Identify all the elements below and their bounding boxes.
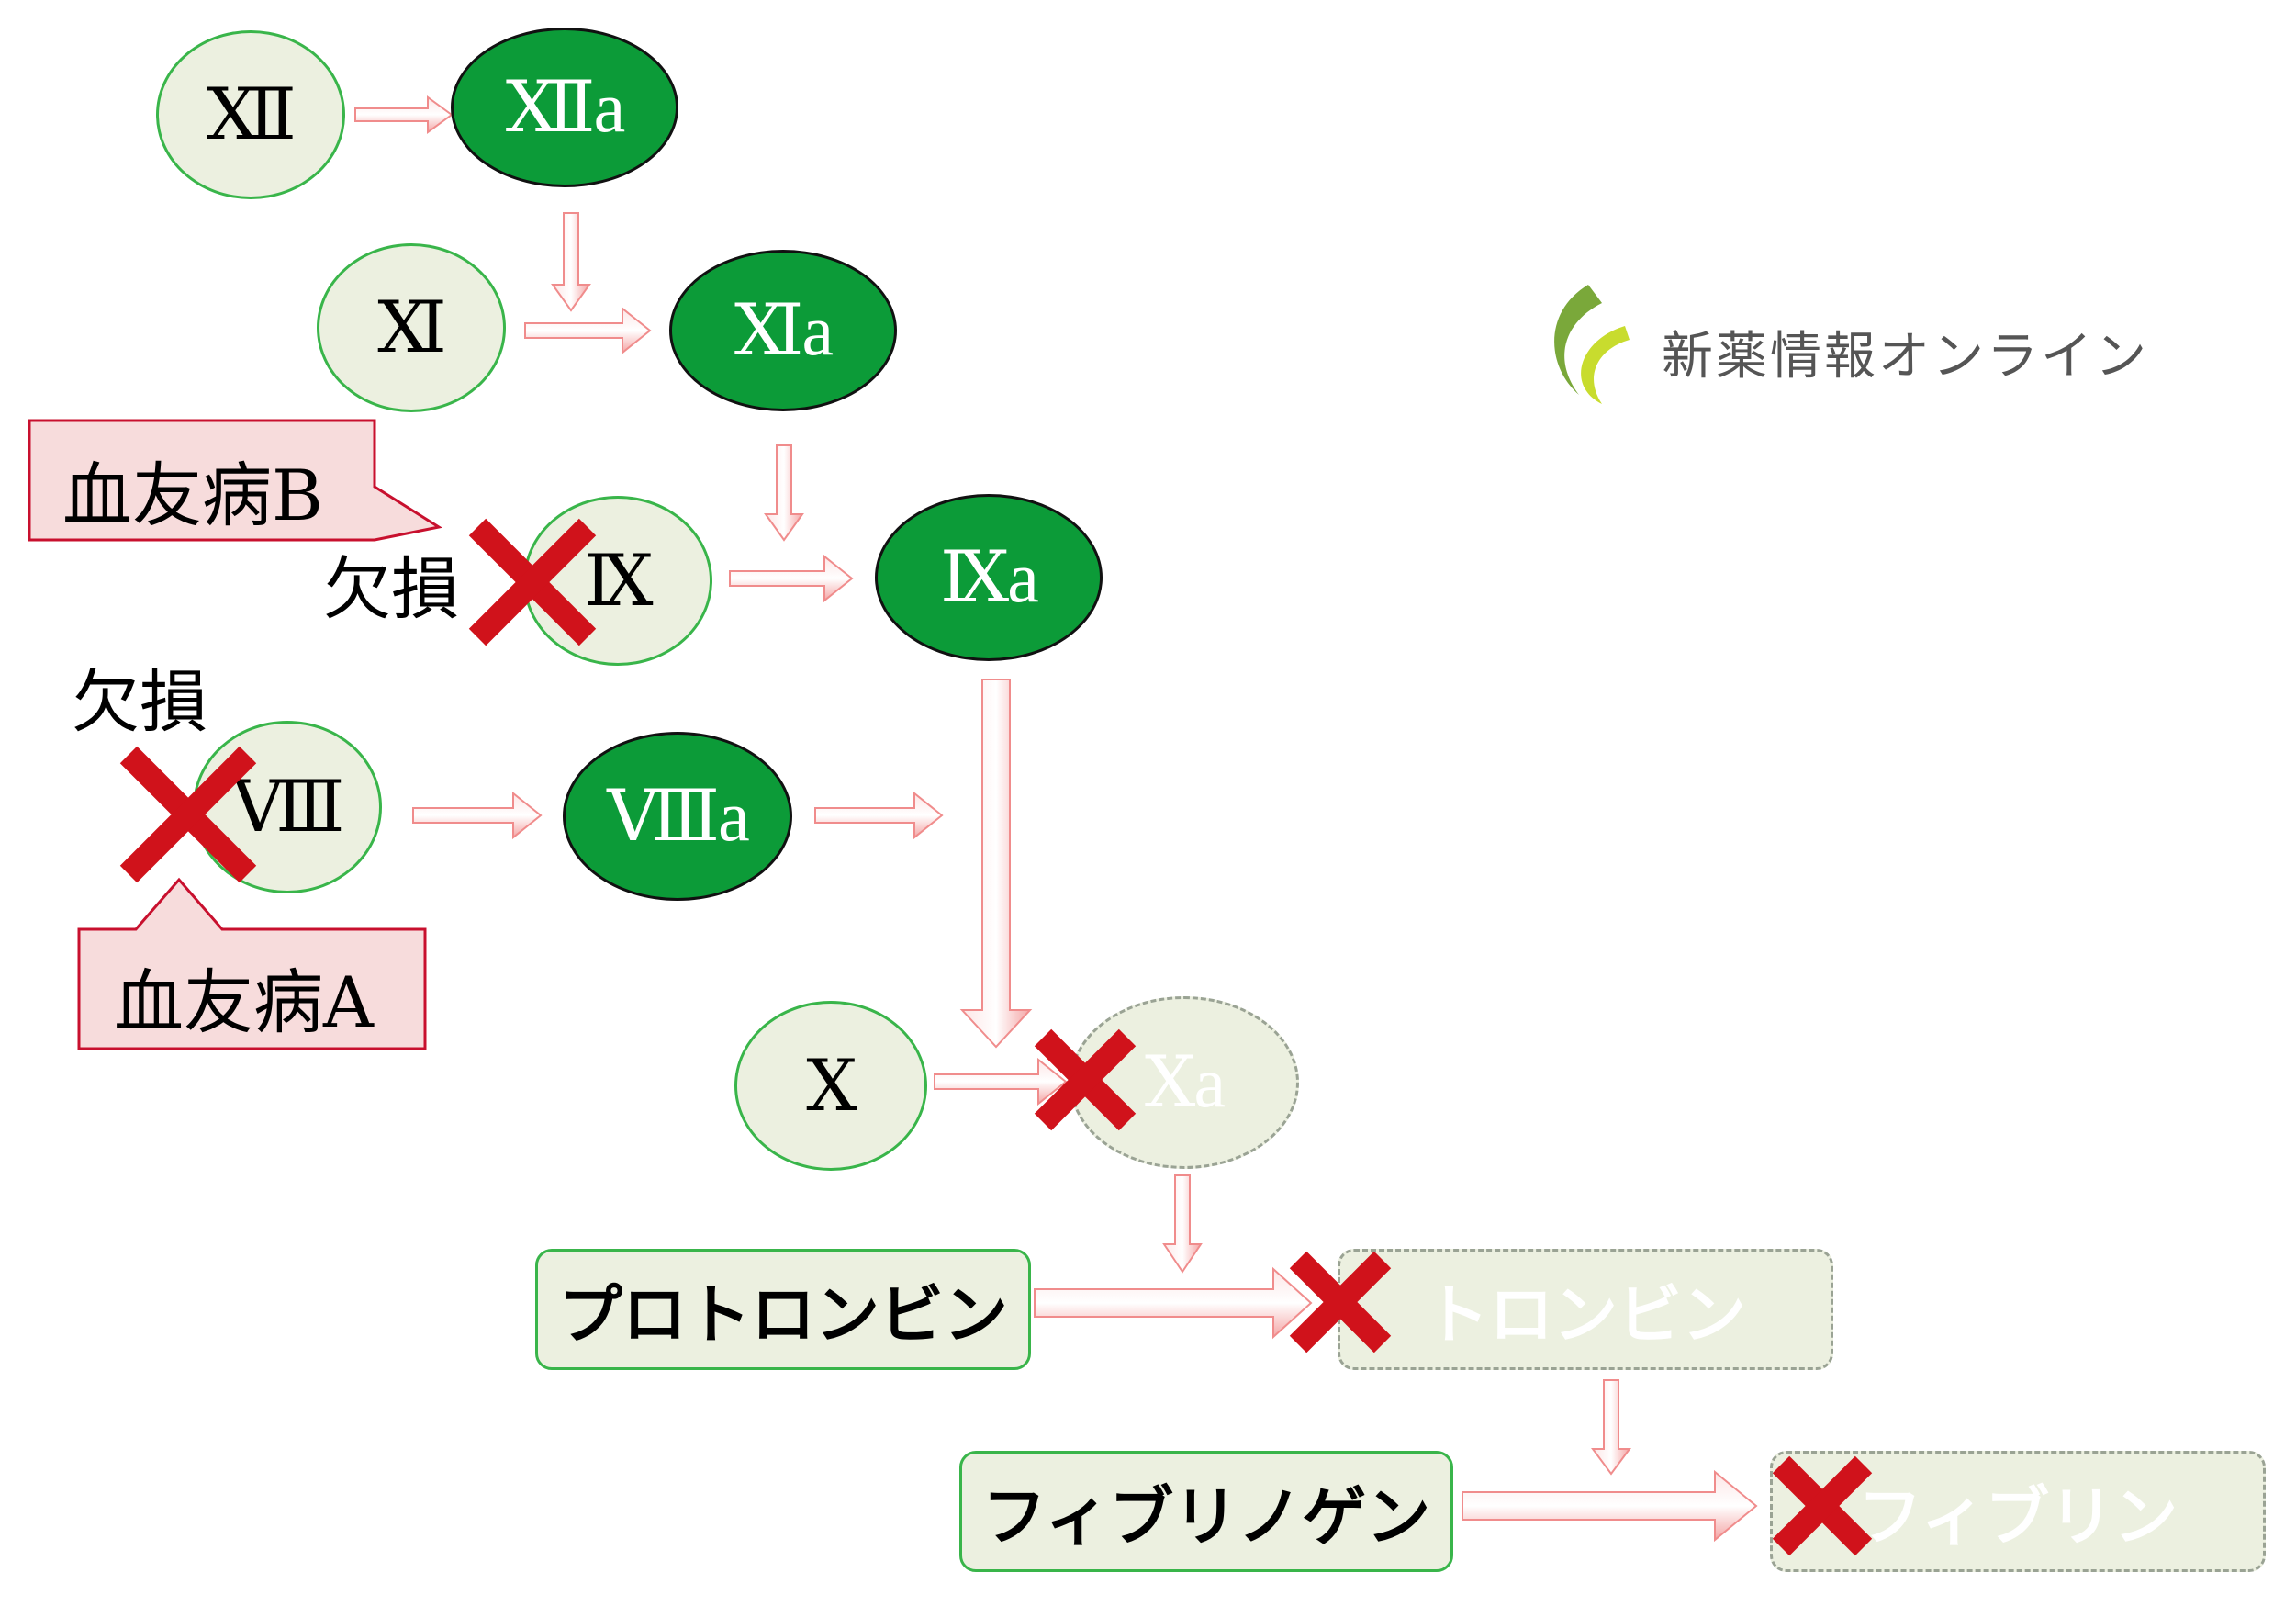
arrow-11a-down (764, 444, 804, 542)
cross-icon-factor-9 (468, 518, 597, 646)
arrow-12a-down (551, 212, 591, 312)
arrow-10-to-10a (934, 1057, 1068, 1106)
arrow-prothrombin-to-thrombin (1034, 1266, 1313, 1340)
cross-icon-factor-8 (119, 746, 257, 883)
callout-hemophilia-a-shape (77, 877, 427, 1050)
fibrinogen-box: フィブリノゲン (959, 1451, 1453, 1572)
prothrombin-box: プロトロンビン (535, 1249, 1031, 1370)
callout-hemophilia-b-shape (28, 419, 442, 542)
logo-text: 新薬情報オンライン (1662, 327, 2149, 387)
factor-9a-node: Ⅸa (875, 494, 1103, 661)
cross-icon-factor-10a (1034, 1028, 1137, 1131)
cross-icon-thrombin (1289, 1251, 1392, 1353)
arrow-9a-down (959, 679, 1033, 1049)
factor-11a-node: Ⅺa (669, 250, 897, 411)
factor-10-node: Ⅹ (734, 1001, 927, 1171)
arrow-9-to-9a (729, 554, 854, 603)
arrow-10a-down (1162, 1174, 1203, 1274)
factor-10a-node-missing: Ⅹa (1070, 996, 1299, 1169)
logo-leaf-icon (1554, 285, 1630, 404)
arrow-11-to-11a (524, 306, 652, 355)
factor-11-node: Ⅺ (317, 243, 506, 412)
factor-12-node: Ⅻ (156, 30, 345, 199)
callout-hemophilia-a: 血友病A (114, 961, 374, 1043)
factor-12a-node: Ⅻa (451, 28, 678, 187)
factor-9-node: Ⅸ (523, 496, 712, 666)
arrow-8a-to-join (814, 791, 944, 840)
thrombin-box-missing: トロンビン (1338, 1249, 1833, 1370)
callout-hemophilia-b: 血友病B (62, 455, 323, 536)
factor-8-node: Ⅷ (193, 721, 382, 893)
arrow-thrombin-down (1591, 1379, 1631, 1476)
arrow-8-to-8a (412, 791, 543, 840)
deficiency-label-factor-9: 欠損 (323, 550, 459, 629)
arrow-12-to-12a (354, 95, 454, 134)
factor-8a-node: Ⅷa (563, 732, 792, 901)
deficiency-label-factor-8: 欠損 (72, 663, 207, 742)
cross-icon-fibrin (1772, 1455, 1873, 1556)
arrow-fibrinogen-to-fibrin (1462, 1469, 1758, 1543)
